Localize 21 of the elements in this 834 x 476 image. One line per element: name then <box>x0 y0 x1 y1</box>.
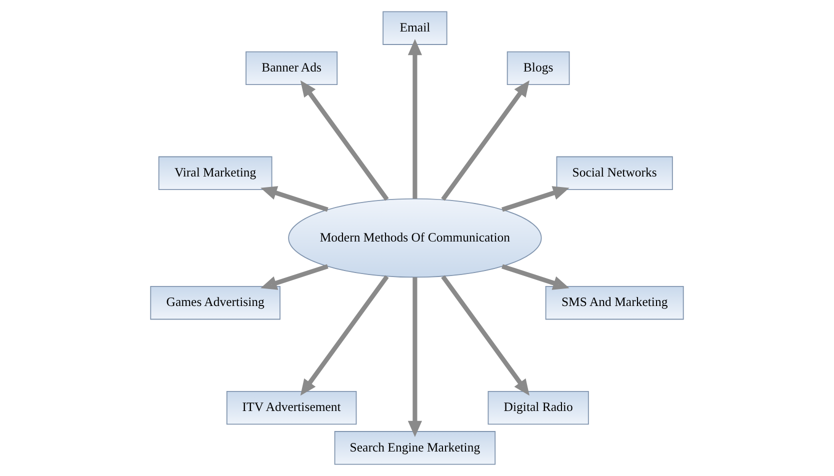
node-box: Games Advertising <box>150 286 280 320</box>
arrow <box>502 186 570 212</box>
node-box: Social Networks <box>556 156 673 190</box>
node-box: Banner Ads <box>246 51 338 86</box>
arrow <box>260 186 328 212</box>
node-box: Email <box>382 11 448 45</box>
arrow <box>300 80 389 201</box>
node-box: ITV Advertisement <box>226 390 357 425</box>
arrow <box>408 38 422 199</box>
arrow <box>260 264 328 290</box>
arrow <box>502 264 570 290</box>
arrow <box>441 80 530 201</box>
arrow <box>441 275 530 396</box>
node-box: Digital Radio <box>488 390 589 425</box>
arrow <box>408 277 422 438</box>
node-ellipse: Modern Methods Of Communication <box>288 198 542 278</box>
node-box: Viral Marketing <box>158 156 272 190</box>
node-box: Blogs <box>506 51 570 86</box>
node-box: SMS And Marketing <box>545 286 684 320</box>
node-box: Search Engine Marketing <box>334 431 496 465</box>
arrow <box>300 275 389 396</box>
